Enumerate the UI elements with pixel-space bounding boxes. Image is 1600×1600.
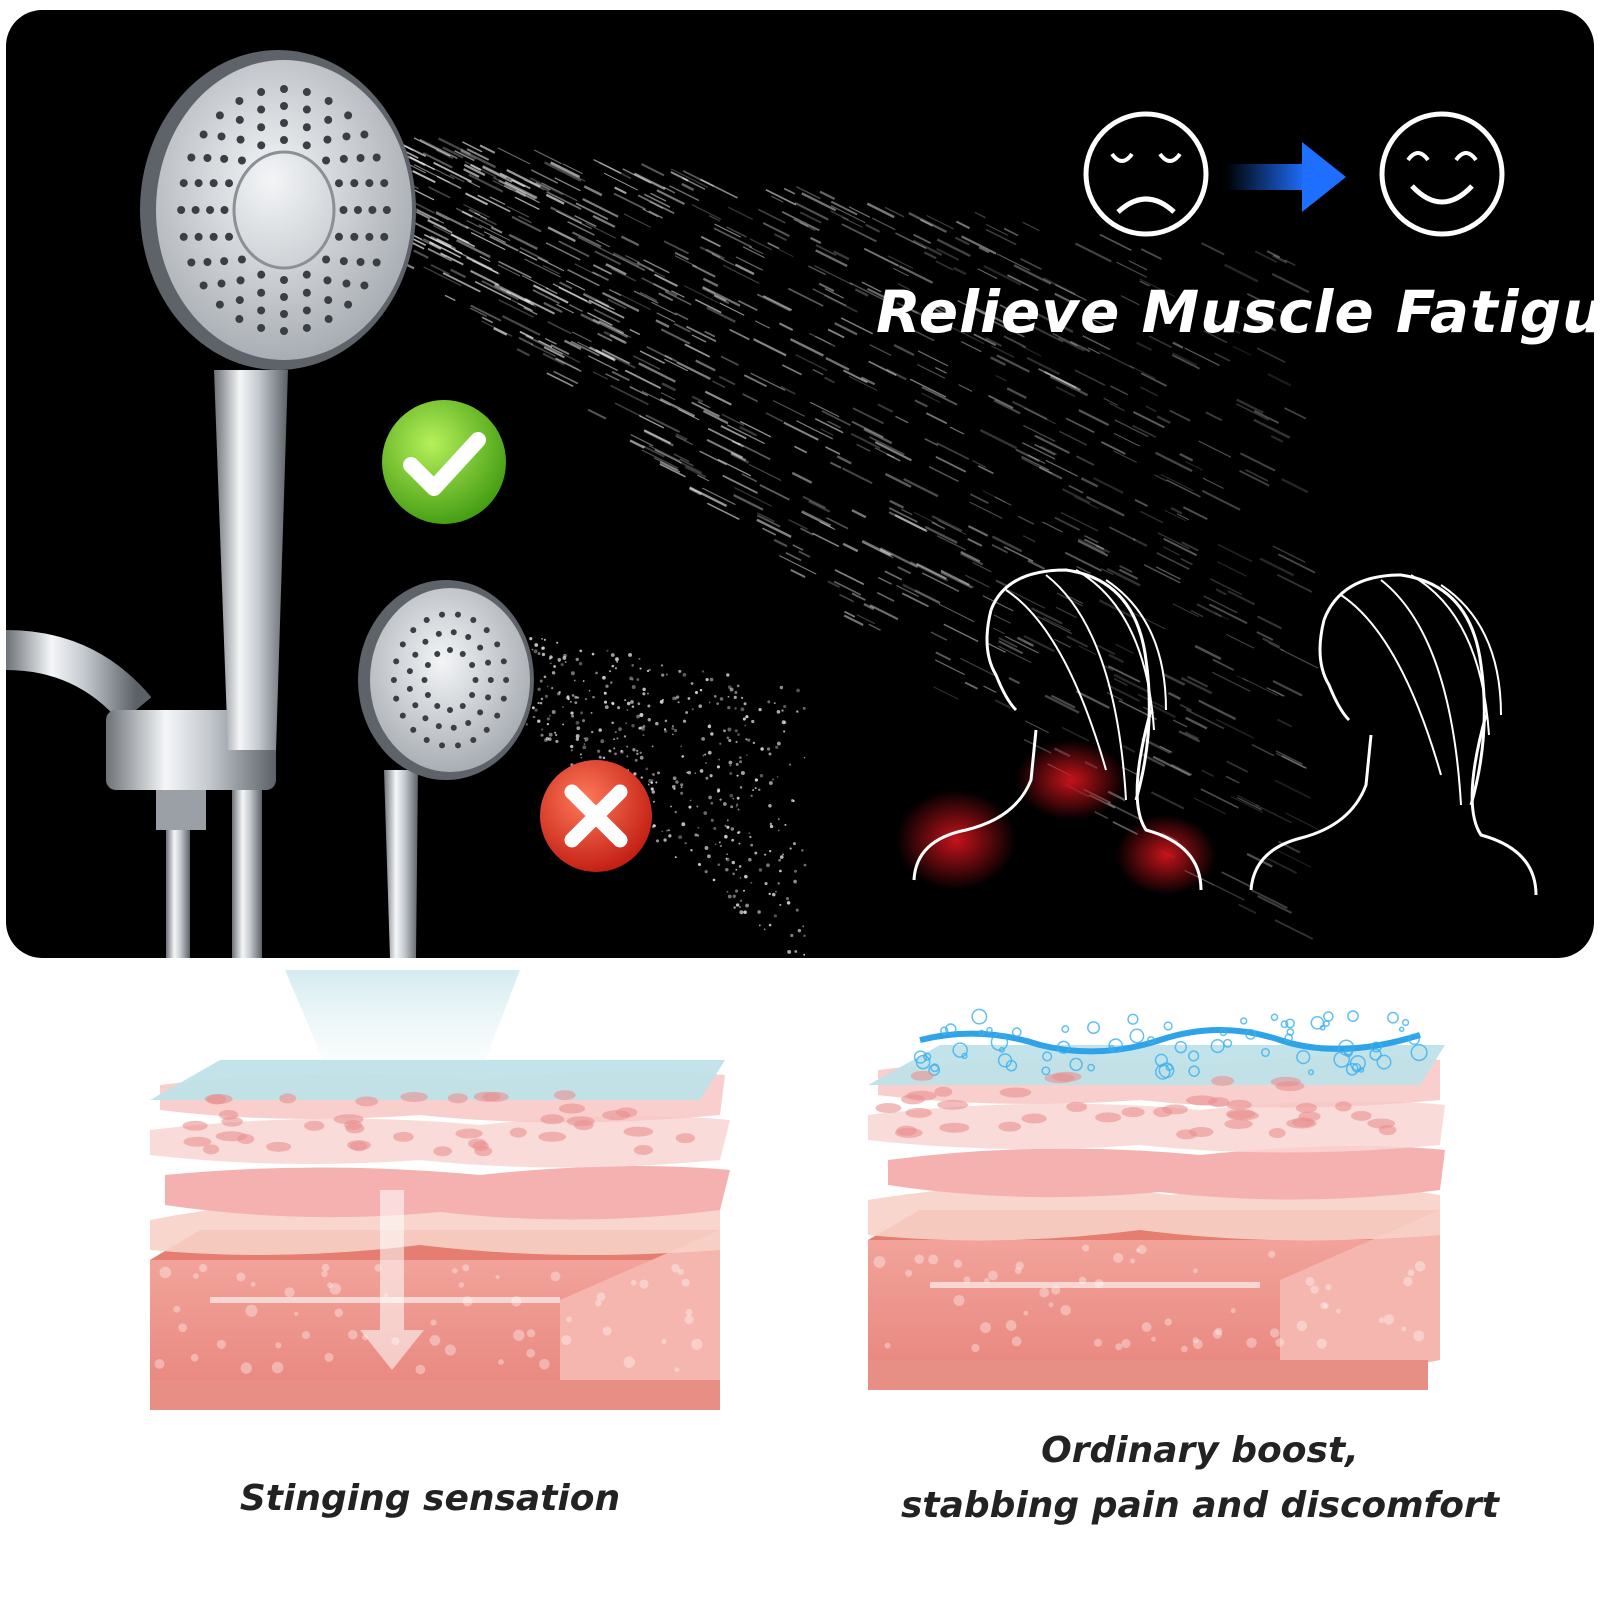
- hose: [6, 630, 152, 724]
- small-shower-handle: [384, 770, 418, 958]
- small-shower-face: [370, 588, 530, 772]
- headline: Relieve Muscle Fatigue: [876, 278, 1594, 346]
- bracket-nut: [156, 790, 206, 830]
- water-spray: [387, 137, 1319, 940]
- down-arrow-icon: [360, 1190, 424, 1370]
- skin-stack-left: [150, 970, 730, 1410]
- check-mark-icon: [382, 400, 506, 524]
- water-bubbles: [913, 1008, 1428, 1080]
- arrow-right-icon: [1226, 142, 1346, 212]
- cross-mark-icon: [540, 760, 652, 872]
- hero-illustration: [6, 50, 1538, 958]
- right-caption-line2: stabbing pain and discomfort: [900, 1485, 1499, 1526]
- sad-face-icon: [1083, 111, 1209, 237]
- shower-handle: [214, 370, 288, 750]
- left-caption: Stinging sensation: [239, 1478, 621, 1519]
- hose-right: [232, 780, 262, 958]
- hero-panel: Relieve Muscle Fatigue: [6, 10, 1594, 958]
- woman-relaxed-illustration: [1249, 573, 1538, 896]
- shower-nozzles: [177, 85, 391, 335]
- happy-face-icon: [1379, 111, 1505, 237]
- hose-vertical: [166, 820, 190, 958]
- skin-stack-right: [868, 1008, 1445, 1390]
- small-shower-nozzles: [390, 611, 510, 749]
- right-caption-line1: Ordinary boost,: [1041, 1430, 1359, 1471]
- woman-neck-pain-illustration: [896, 568, 1216, 895]
